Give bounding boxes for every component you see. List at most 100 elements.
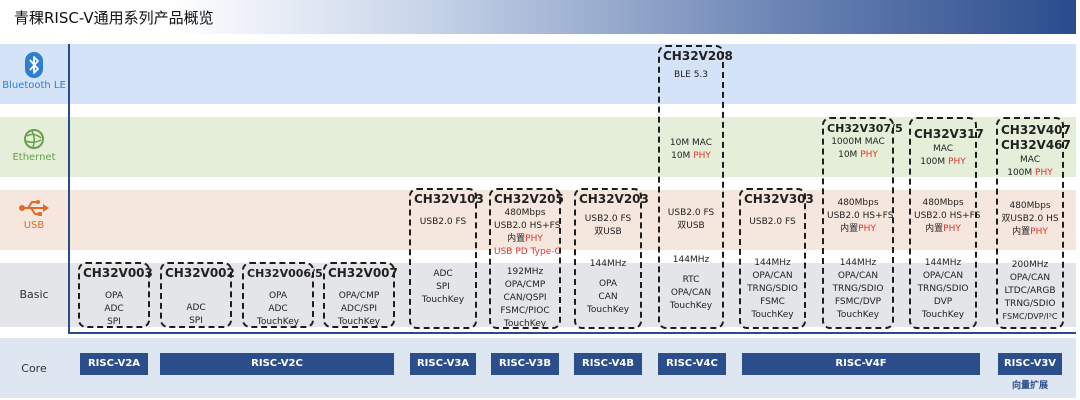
eth-prefix: 10M xyxy=(838,150,861,160)
chip-feature: OPA/CAN xyxy=(670,288,712,298)
phy-prefix: 内置 xyxy=(1012,227,1031,237)
chip-feature: TouchKey xyxy=(751,310,794,320)
chip-feature: TouchKey xyxy=(669,301,713,311)
phy-prefix: 内置 xyxy=(925,224,944,234)
chip-feature: DVP xyxy=(933,297,953,307)
core-risc-v3b: RISC-V3B xyxy=(491,353,559,375)
chip-eth-phy: 100M PHY xyxy=(1001,167,1059,179)
title-bar xyxy=(0,0,1076,34)
chip-name: CH32V006/5 xyxy=(247,267,323,280)
chip-name: CH32V002 xyxy=(165,266,235,280)
chip-name: CH32V307/5 xyxy=(827,122,903,135)
chip-feature: RTC xyxy=(682,275,700,285)
chip-name: CH32V303 xyxy=(744,192,814,206)
chip-eth: 1000M MAC xyxy=(831,137,885,147)
bluetooth-icon xyxy=(25,52,43,78)
chip-eth: MAC xyxy=(932,144,954,154)
chip-feature: SPI xyxy=(436,282,450,292)
chip-feature: TouchKey xyxy=(586,305,630,315)
chip-feature: SPI xyxy=(189,316,203,326)
phy-red: PHY xyxy=(525,234,543,244)
core-risc-v3a: RISC-V3A xyxy=(410,353,476,375)
chip-usb: 480Mbps xyxy=(504,208,546,218)
eth-prefix: 100M xyxy=(1007,168,1036,178)
row-label-bluetooth: Bluetooth LE xyxy=(0,52,68,91)
usb-row-band xyxy=(0,190,1076,250)
chip-ch32v003: CH32V003 OPA ADC SPI xyxy=(78,262,153,328)
chip-name: CH32V007 xyxy=(328,266,398,280)
chip-feature: FSMC/DVP/I³C xyxy=(1002,312,1058,321)
chip-feature: OPA/CMP xyxy=(338,291,380,301)
chip-eth-phy: 100M PHY xyxy=(914,156,972,168)
chip-feature: OPA xyxy=(598,279,618,289)
chip-feature: OPA/CMP xyxy=(504,280,546,290)
phy-red: PHY xyxy=(943,224,961,234)
chip-feature: OPA/CAN xyxy=(922,271,964,281)
chip-feature: CAN xyxy=(598,292,618,302)
phy-red: PHY xyxy=(1030,227,1048,237)
chip-name: CH32V208 xyxy=(663,49,733,63)
phy-red: PHY xyxy=(858,224,876,234)
page-title: 青稞RISC-V通用系列产品概览 xyxy=(14,9,214,27)
chip-feature: TouchKey xyxy=(921,310,965,320)
chip-feature: ADC xyxy=(268,304,288,314)
row-label-usb: USB xyxy=(0,198,68,231)
chip-feature: TouchKey xyxy=(337,317,381,327)
chip-feature: 144MHz xyxy=(754,258,791,268)
chip-ch32v103: CH32V103 USB2.0 FS ADC SPI TouchKey xyxy=(409,188,484,329)
chip-name: CH32V317 xyxy=(914,127,984,141)
chip-feature: TouchKey xyxy=(503,319,547,329)
phy-prefix: 内置 xyxy=(507,234,526,244)
core-risc-v4b: RISC-V4B xyxy=(574,353,642,375)
row-label-ethernet-text: Ethernet xyxy=(12,152,56,163)
core-risc-v4c: RISC-V4C xyxy=(658,353,726,375)
usb-icon xyxy=(19,200,49,216)
chip-usb-phy: 内置PHY xyxy=(1001,226,1059,238)
chip-feature: ADC/SPI xyxy=(340,304,378,314)
chip-usb-phy: 内置PHY xyxy=(494,233,556,245)
chip-name: CH32V003 xyxy=(83,266,153,280)
chip-name-2: CH32V467 xyxy=(1001,138,1071,152)
core-risc-v2c: RISC-V2C xyxy=(160,353,394,375)
chip-feature: OPA xyxy=(268,291,288,301)
chip-usb: USB2.0 FS xyxy=(584,214,632,224)
chip-feature: FSMC/DVP xyxy=(834,297,882,307)
chip-ch32v205: CH32V205 480Mbps USB2.0 HS+FS 内置PHY USB … xyxy=(489,188,564,329)
chip-usb: USB2.0 HS+FS xyxy=(827,211,894,221)
eth-red: PHY xyxy=(948,157,966,167)
chip-eth: MAC xyxy=(1019,155,1041,165)
chip-feature: LTDC/ARGB xyxy=(1004,286,1056,296)
horizontal-axis-line xyxy=(68,332,1076,334)
chip-usb: USB2.0 HS+FS xyxy=(914,211,981,221)
chip-feature: ADC xyxy=(186,303,206,313)
bluetooth-row-band xyxy=(0,44,1076,104)
chip-usb: 480Mbps xyxy=(837,198,879,208)
chip-feature: TouchKey xyxy=(836,310,880,320)
chip-feature: TRNG/SDIO xyxy=(747,284,798,294)
chip-feature: 144MHz xyxy=(672,255,710,265)
chip-feature: FSMC/PIOC xyxy=(500,306,550,316)
chip-feature: 144MHz xyxy=(924,258,962,268)
core-risc-v2a: RISC-V2A xyxy=(80,353,148,375)
chip-ch32v203: CH32V203 USB2.0 FS 双USB 144MHz OPA CAN T… xyxy=(574,188,649,329)
chip-usb-phy: 内置PHY xyxy=(827,223,889,235)
chip-bt: BLE 5.3 xyxy=(673,70,709,80)
chip-feature: TouchKey xyxy=(421,295,465,305)
eth-prefix: 10M xyxy=(671,151,694,161)
chip-usb: USB2.0 FS xyxy=(667,208,715,218)
row-label-basic: Basic xyxy=(19,288,49,301)
chip-ch32v007: CH32V007 OPA/CMP ADC/SPI TouchKey xyxy=(323,262,398,328)
chip-name: CH32V203 xyxy=(579,192,649,206)
chip-feature: OPA xyxy=(104,291,124,301)
chip-usb: USB2.0 FS xyxy=(749,217,796,227)
chip-feature: OPA/CAN xyxy=(1009,273,1051,283)
chip-feature: OPA/CAN xyxy=(837,271,879,281)
eth-prefix: 100M xyxy=(920,157,949,167)
chip-name: CH32V407 xyxy=(1001,123,1071,137)
chip-feature: OPA/CAN xyxy=(752,271,793,281)
row-label-core: Core xyxy=(21,362,47,375)
chip-eth-phy: 10M PHY xyxy=(663,150,719,162)
chip-usb: USB2.0 HS+FS xyxy=(494,221,561,231)
row-label-usb-text: USB xyxy=(23,220,45,231)
chip-feature: TouchKey xyxy=(256,317,300,327)
